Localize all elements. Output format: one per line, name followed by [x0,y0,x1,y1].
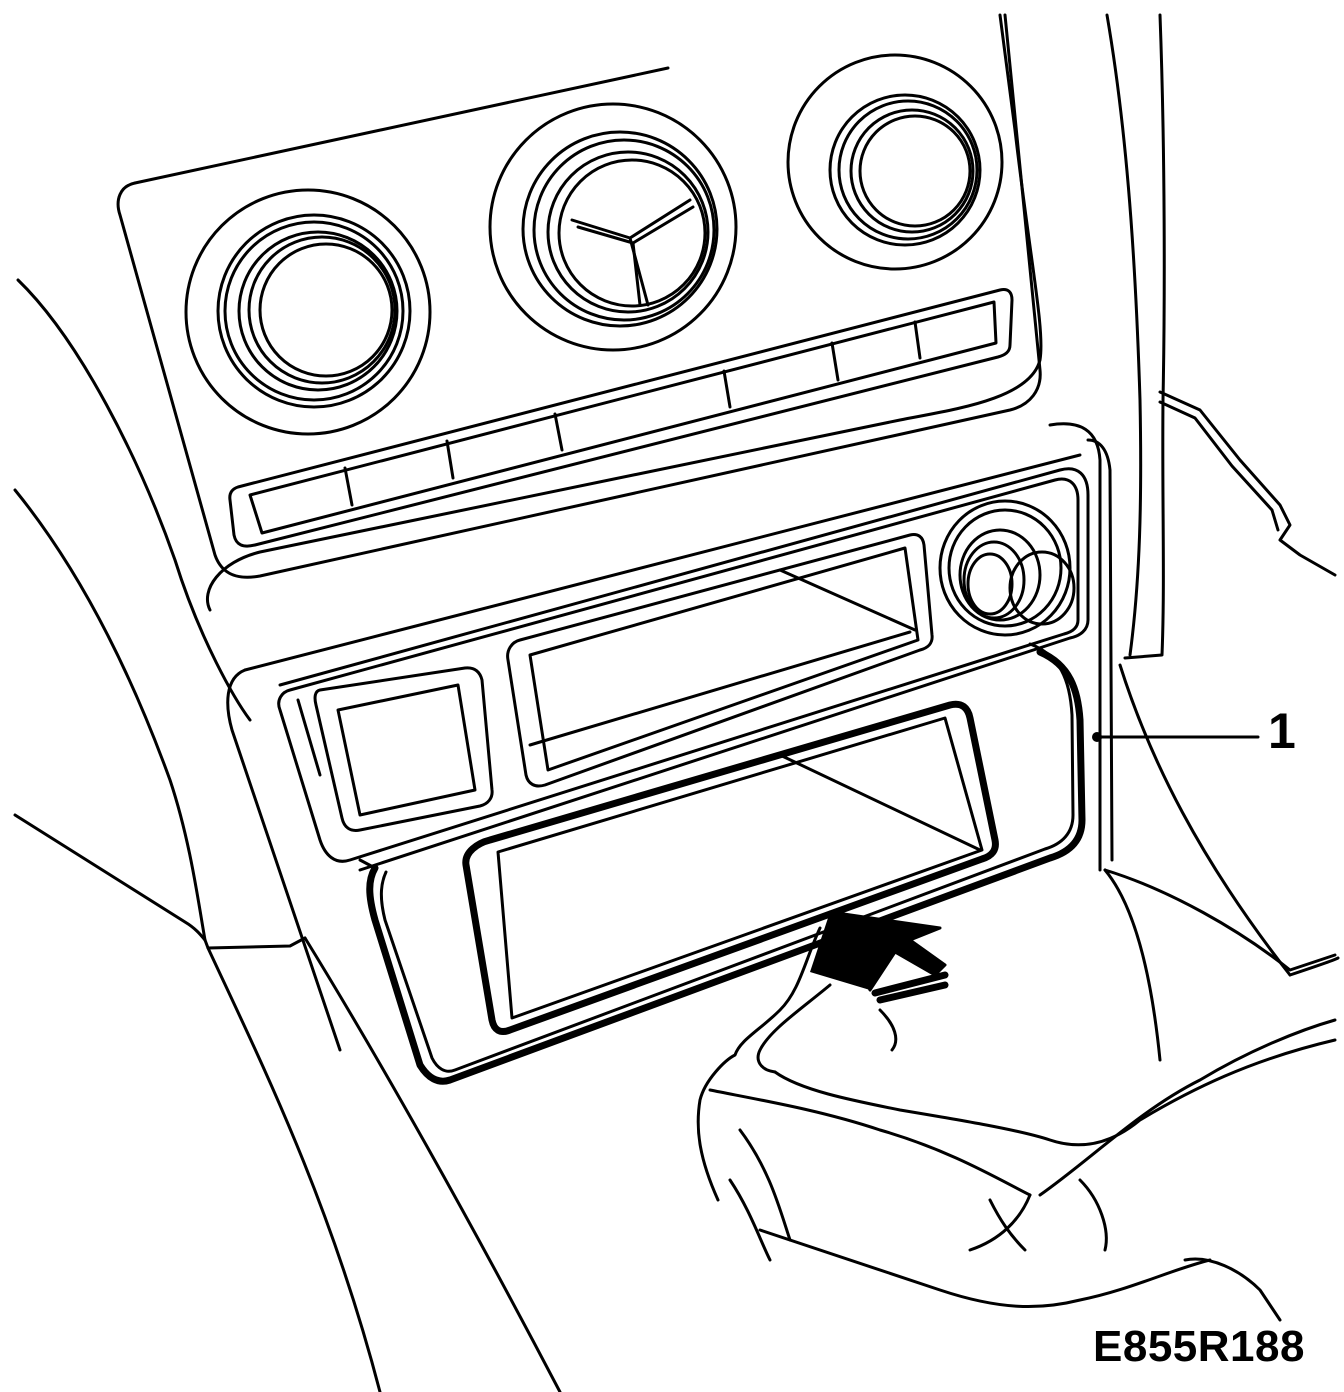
display-slot [506,533,934,788]
center-air-vent [488,102,738,352]
vent-panel [116,13,1042,579]
right-side-trim [206,13,1337,1062]
storage-tray [358,642,1086,1085]
left-dashboard-edge [13,278,562,1392]
switch-strip [228,288,1014,548]
right-air-vent [786,53,1004,271]
figure-reference-code: E855R188 [1093,1322,1305,1371]
left-air-vent [184,188,432,436]
callout-number-1: 1 [1268,703,1296,759]
square-button [313,666,494,832]
hand [696,926,1340,1322]
callout-leader-1 [1092,732,1260,742]
lower-console-panel [226,422,1114,1052]
rotary-knob [938,499,1076,637]
push-direction-arrow [810,910,949,1004]
